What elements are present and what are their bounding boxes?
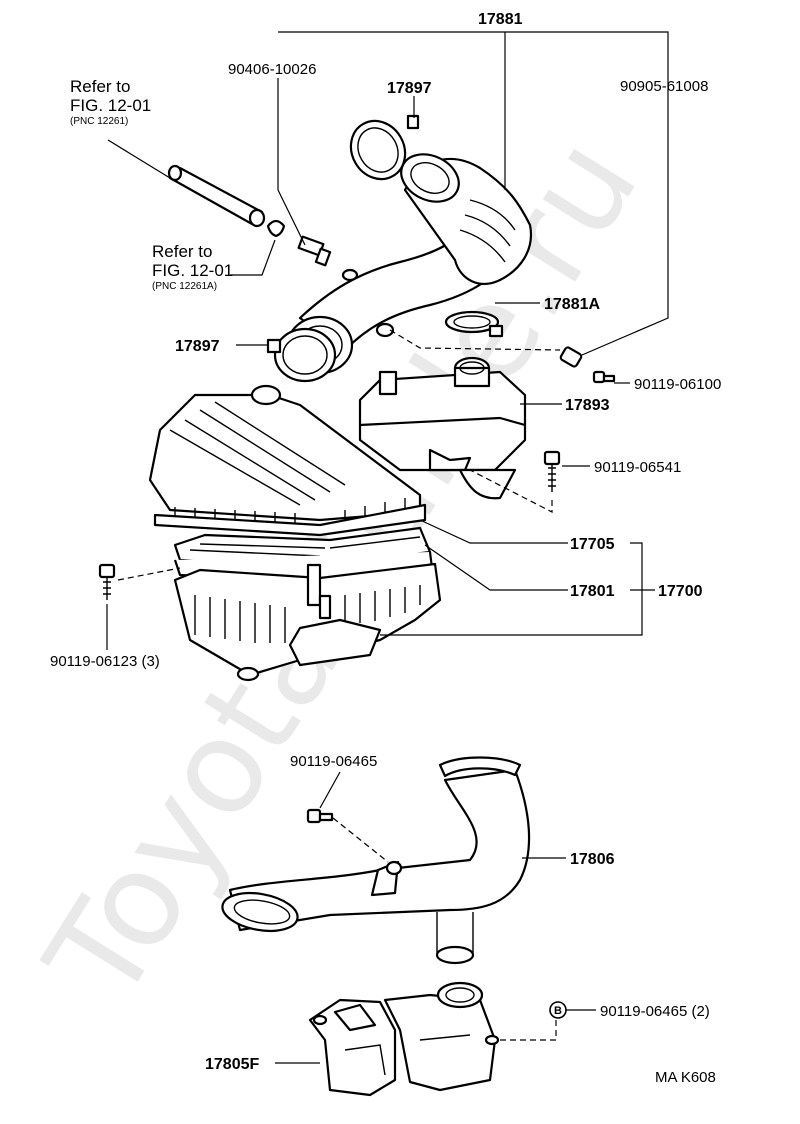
intake-duct-17806-drawing (221, 756, 531, 965)
bracket-17881 (278, 31, 669, 356)
leader-90119-06465a (319, 771, 341, 809)
leader-17705 (419, 519, 568, 544)
label-90406-10026: 90406-10026 (228, 61, 316, 78)
resonator-17893-drawing (358, 356, 527, 500)
bolt-90119-06465-upper-drawing (306, 808, 334, 824)
bracket-17805F-drawing (308, 981, 500, 1097)
label-90119-06123: 90119-06123 (3) (50, 653, 160, 670)
figure-code: MA K608 (655, 1069, 716, 1086)
ref2-line1: Refer to (152, 242, 212, 261)
label-17700: 17700 (658, 583, 703, 600)
label-17881: 17881 (478, 11, 523, 28)
label-90119-06465-lower: 90119-06465 (2) (600, 1003, 710, 1020)
label-90905-61008: 90905-61008 (620, 78, 708, 95)
dash-06123 (117, 567, 181, 581)
bolt-90119-06123-drawing (98, 563, 116, 600)
air-cleaner-cap-drawing (148, 393, 427, 537)
label-17705: 17705 (570, 536, 615, 553)
ref2-leader (230, 239, 276, 276)
dash-clip (389, 329, 561, 351)
label-90119-06465-upper: 90119-06465 (290, 753, 377, 770)
label-90119-06541: 90119-06541 (594, 459, 681, 476)
leader-17801 (424, 544, 568, 591)
hose-clamp-17897-bottom (266, 327, 337, 383)
bolt-90119-06100-drawing (592, 370, 616, 384)
label-90119-06100: 90119-06100 (634, 376, 721, 393)
air-cleaner-case-drawing (173, 384, 442, 682)
label-17897-bottom: 17897 (175, 338, 220, 355)
ref2-line3: (PNC 12261A) (152, 281, 217, 292)
label-17881A: 17881A (544, 296, 600, 313)
label-17806: 17806 (570, 851, 615, 868)
leader-90406b (277, 189, 306, 246)
hose-clamp-17897-top (349, 114, 420, 181)
ref1-line2: FIG. 12-01 (70, 96, 151, 115)
dash-06541 (469, 469, 553, 513)
leader-17700-bottom (380, 542, 643, 636)
clip-90905-drawing (559, 346, 583, 368)
ref1-leader (107, 139, 171, 179)
dash-06465b (500, 1020, 557, 1041)
dash-06465a (332, 817, 389, 863)
ref1-line1: Refer to (70, 77, 130, 96)
clamp-17881A-drawing (444, 310, 504, 338)
label-17893: 17893 (565, 397, 610, 414)
marker-b-label: B (554, 1005, 562, 1017)
hose-clip-drawing (266, 219, 286, 238)
ref1-line3: (PNC 12261) (70, 116, 128, 127)
ref2-line2: FIG. 12-01 (152, 261, 233, 280)
label-17897-top: 17897 (387, 80, 432, 97)
breather-hose-drawing (167, 164, 266, 228)
label-17801: 17801 (570, 583, 615, 600)
bolt-90119-06541-drawing (543, 450, 561, 492)
label-17805F: 17805F (205, 1056, 259, 1073)
stud-90406-drawing (297, 235, 332, 267)
